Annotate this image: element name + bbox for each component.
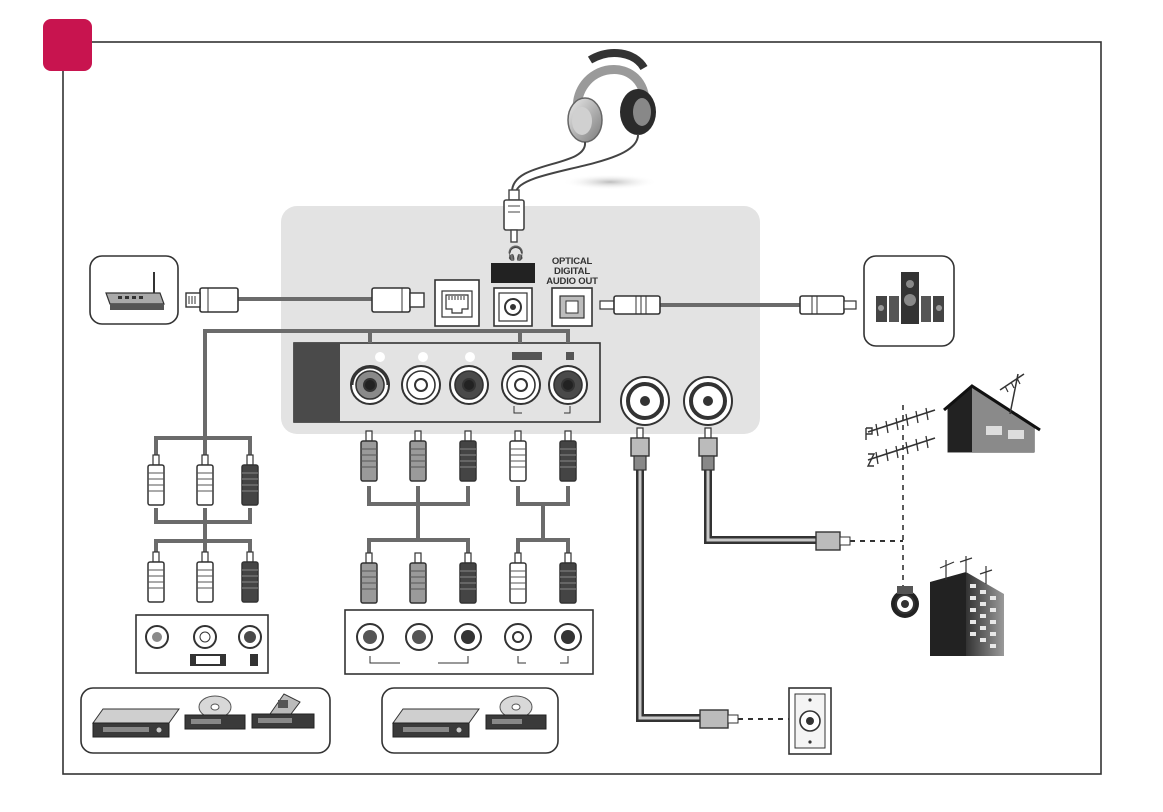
antenna-icon [866, 405, 935, 590]
coax-cable-wall [640, 470, 790, 728]
headphone-label-bar [491, 263, 535, 283]
coax-cable-antenna [708, 470, 903, 550]
rca-plug [560, 431, 576, 481]
rca-plug [361, 431, 377, 481]
coax-splitter-icon [891, 586, 919, 618]
rca-plug [148, 455, 164, 505]
rca-plug [197, 552, 213, 602]
av-input-jack [351, 366, 389, 404]
rca-plug [410, 431, 426, 481]
lan-port [435, 280, 479, 326]
av-input-jack [450, 366, 488, 404]
av-input-jack [549, 366, 587, 404]
rca-plug [510, 431, 526, 481]
av-input-jack [402, 366, 440, 404]
middle-device-jacks [345, 610, 593, 674]
dvd-player-icon [393, 709, 479, 737]
rca-plug [148, 552, 164, 602]
rca-plug [560, 553, 576, 603]
apartment-building-icon [930, 556, 1004, 656]
middle-av-cable [369, 486, 568, 555]
rca-plug [460, 553, 476, 603]
house-icon [944, 374, 1040, 452]
coax-plugs [631, 428, 717, 470]
coax-plug [699, 428, 717, 470]
rca-plug [510, 553, 526, 603]
av-input-jack [502, 366, 540, 404]
rca-plug [197, 455, 213, 505]
headphones-icon [512, 53, 658, 192]
rca-plug [242, 455, 258, 505]
headphone-jack-icon: 🎧 [507, 245, 524, 262]
rca-plugs [148, 431, 576, 603]
left-device-jacks [136, 615, 268, 673]
speaker-system-icon [864, 256, 954, 346]
section-badge [43, 19, 92, 71]
router-icon [90, 256, 178, 324]
optical-label-line3: AUDIO OUT [546, 276, 598, 287]
optical-port [552, 288, 592, 326]
wall-outlet-icon [789, 688, 831, 754]
dvd-player-icon [93, 709, 179, 737]
rca-plug [460, 431, 476, 481]
rca-plug [410, 553, 426, 603]
rca-plug [361, 553, 377, 603]
coax-plug [631, 428, 649, 470]
rca-plug [242, 552, 258, 602]
